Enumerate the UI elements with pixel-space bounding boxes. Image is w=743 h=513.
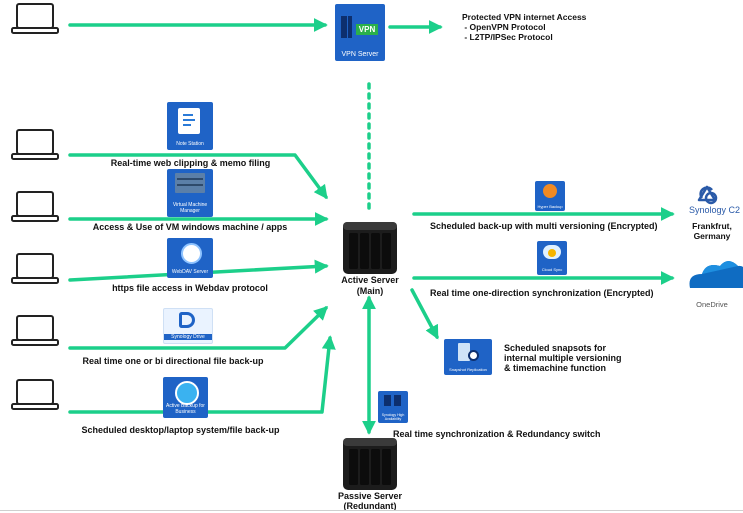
laptop-icon: [11, 379, 59, 410]
synology-c2-location: Frankfrut, Germany: [692, 221, 732, 241]
cloud-sync-caption: Cloud Sync: [541, 267, 563, 272]
arrow-snapshot: [410, 288, 439, 340]
vm-rack-icon: [175, 173, 205, 193]
hyper-backup-caption: Hyper Backup: [537, 204, 563, 209]
snapshot-label: Scheduled snapsots for internal multiple…: [504, 343, 622, 373]
webdav-caption: WebDAV Server: [171, 269, 209, 275]
onedrive-label: OneDrive: [696, 300, 728, 309]
arrow-active-backup: [68, 335, 336, 414]
laptop-icon: [11, 191, 59, 222]
vmm-caption: Virtual Machine Manager: [172, 202, 208, 214]
laptop-icon: [11, 3, 59, 34]
high-availability-caption: Synology High Availability: [381, 413, 405, 421]
webdav-label: https file access in Webdav protocol: [112, 283, 268, 293]
note-station-tile: Note Station: [167, 102, 213, 150]
hyper-backup-label: Scheduled back-up with multi versioning …: [430, 221, 658, 231]
snapshot-icon: [458, 343, 470, 361]
synology-drive-caption: Synology Drive: [164, 334, 212, 340]
synology-c2-logo: [697, 185, 718, 205]
notebook-icon: [178, 108, 200, 134]
vpn-server-tile: VPN VPN Server: [335, 4, 385, 61]
active-server-label: Active Server (Main): [341, 275, 399, 296]
arrow-drive: [68, 306, 329, 350]
active-backup-label: Scheduled desktop/laptop system/file bac…: [81, 425, 280, 435]
active-backup-tile: Active Backup for Business: [163, 377, 208, 418]
active-server-icon: [343, 222, 397, 274]
arrow-note-station: [68, 153, 328, 200]
synology-drive-tile: Synology Drive: [163, 308, 213, 344]
note-station-label: Real-time web clipping & memo filing: [110, 158, 271, 168]
drive-d-icon: [179, 312, 195, 328]
cloud-sync-tile: Cloud Sync: [537, 241, 567, 275]
high-availability-label: Real time synchronization & Redundancy s…: [393, 429, 601, 439]
vpn-server-caption: VPN Server: [341, 51, 379, 58]
active-backup-caption: Active Backup for Business: [166, 403, 205, 415]
note-station-caption: Note Station: [176, 141, 204, 147]
ha-servers-icon: [384, 395, 391, 406]
laptop-icon: [11, 315, 59, 346]
passive-server-icon: [343, 438, 397, 490]
cloud-sync-label: Real time one-direction synchronization …: [430, 288, 654, 298]
globe-icon: [181, 243, 202, 264]
vmm-tile: Virtual Machine Manager: [167, 169, 213, 217]
vpn-badge: VPN: [356, 24, 378, 35]
snapshot-tile: Snapshot Replication: [444, 339, 492, 375]
hyper-backup-tile: Hyper Backup: [535, 181, 565, 211]
laptop-icon: [11, 129, 59, 160]
vmm-label: Access & Use of VM windows machine / app…: [92, 222, 288, 232]
snapshot-caption: Snapshot Replication: [449, 367, 487, 372]
passive-server-label: Passive Server (Redundant): [337, 491, 403, 511]
onedrive-icon: [689, 261, 743, 288]
drive-label: Real time one or bi directional file bac…: [82, 356, 264, 366]
laptop-icon: [11, 253, 59, 284]
webdav-tile: WebDAV Server: [167, 238, 213, 278]
hyper-backup-icon: [543, 184, 557, 198]
backup-check-icon: [175, 381, 199, 405]
footer-divider: [0, 510, 743, 511]
vpn-description: Protected VPN internet Access - OpenVPN …: [462, 12, 587, 42]
high-availability-tile: Synology High Availability: [378, 391, 408, 423]
synology-c2-brand: Synology C2: [689, 205, 741, 215]
